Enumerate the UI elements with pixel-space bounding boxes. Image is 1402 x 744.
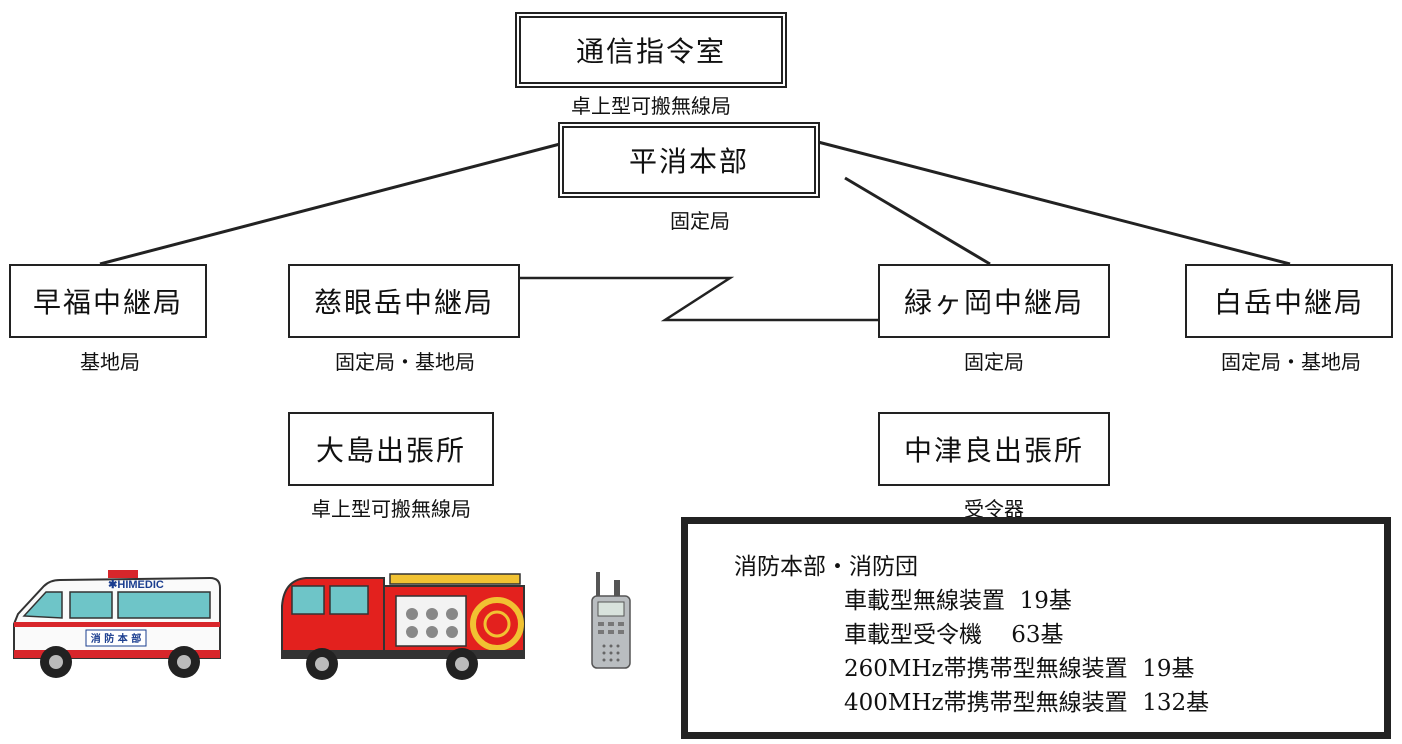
relay-station-label: 白岳中継局 bbox=[1213, 286, 1364, 319]
command-room-caption: 卓上型可搬無線局 bbox=[571, 94, 731, 118]
relay-station-label: 緑ヶ岡中継局 bbox=[903, 286, 1084, 319]
equipment-item: 車載型受令機 63基 bbox=[734, 618, 1384, 652]
relay-station-caption: 固定局・基地局 bbox=[1221, 350, 1361, 374]
equipment-item-name: 400MHz帯携帯型無線装置 bbox=[844, 690, 1128, 716]
equipment-item: 260MHz帯携帯型無線装置 19基 bbox=[734, 652, 1384, 686]
branch-office-label: 大島出張所 bbox=[315, 434, 466, 467]
link-hq-hayafuku bbox=[99, 142, 561, 266]
relay-station-jigandake: 慈眼岳中継局 bbox=[288, 264, 520, 338]
link-hq-midorigaoka bbox=[844, 176, 991, 266]
relay-station-caption: 固定局・基地局 bbox=[335, 350, 475, 374]
branch-office-oshima: 大島出張所 bbox=[288, 412, 494, 486]
command-room-box: 通信指令室 bbox=[515, 12, 787, 88]
equipment-item-count: 132基 bbox=[1142, 690, 1210, 716]
fire-engine-icon bbox=[281, 573, 525, 680]
branch-office-label: 中津良出張所 bbox=[903, 434, 1084, 467]
equipment-item: 車載型無線装置 19基 bbox=[734, 584, 1384, 618]
equipment-summary-box: 消防本部・消防団 車載型無線装置 19基 車載型受令機 63基 260MHz帯携… bbox=[681, 517, 1391, 739]
command-room-label: 通信指令室 bbox=[575, 35, 726, 68]
relay-station-caption: 基地局 bbox=[80, 350, 140, 374]
ambulance-dept-text: 消 防 本 部 bbox=[91, 632, 141, 645]
link-hq-shiradake bbox=[817, 140, 1291, 266]
ambulance-brand-text: ✱HIMEDIC bbox=[108, 579, 164, 591]
branch-office-caption: 卓上型可搬無線局 bbox=[311, 497, 471, 521]
equipment-item-count: 19基 bbox=[1142, 656, 1195, 682]
headquarters-caption: 固定局 bbox=[670, 209, 730, 233]
relay-station-label: 慈眼岳中継局 bbox=[313, 286, 494, 319]
branch-office-nakatsura: 中津良出張所 bbox=[878, 412, 1110, 486]
equipment-item: 400MHz帯携帯型無線装置 132基 bbox=[734, 686, 1384, 720]
equipment-item-name: 車載型受令機 bbox=[844, 622, 982, 648]
relay-station-hayafuku: 早福中継局 bbox=[9, 264, 207, 338]
equipment-item-count: 19基 bbox=[1019, 588, 1072, 614]
headquarters-box: 平消本部 bbox=[558, 122, 820, 198]
ambulance-icon: ✱HIMEDIC 消 防 本 部 bbox=[13, 570, 221, 678]
relay-station-shiradake: 白岳中継局 bbox=[1185, 264, 1393, 338]
equipment-item-name: 260MHz帯携帯型無線装置 bbox=[844, 656, 1128, 682]
headquarters-label: 平消本部 bbox=[628, 145, 749, 178]
relay-station-midorigaoka: 緑ヶ岡中継局 bbox=[878, 264, 1110, 338]
equipment-item-count: 63基 bbox=[1011, 622, 1064, 648]
equipment-item-name: 車載型無線装置 bbox=[844, 588, 1005, 614]
equipment-heading: 消防本部・消防団 bbox=[734, 554, 918, 580]
relay-station-label: 早福中継局 bbox=[32, 286, 183, 319]
portable-radio-icon bbox=[591, 572, 631, 669]
radio-link-zigzag bbox=[520, 276, 878, 322]
relay-station-caption: 固定局 bbox=[964, 350, 1024, 374]
